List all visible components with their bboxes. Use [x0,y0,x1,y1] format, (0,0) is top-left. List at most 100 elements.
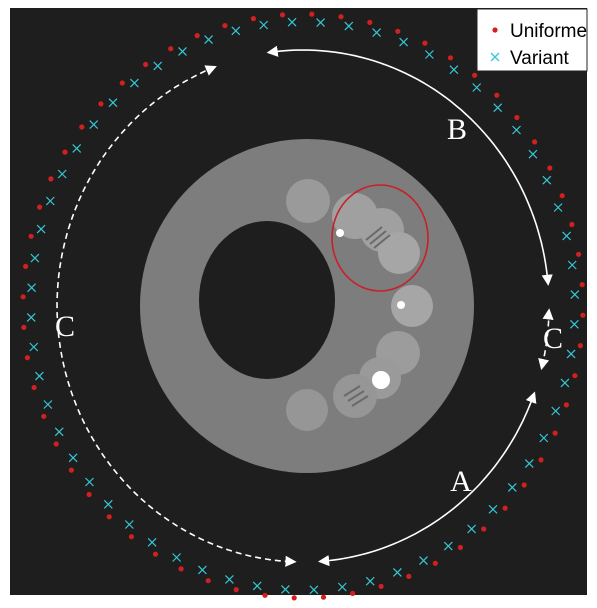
uniform-marker [53,441,59,447]
variant-marker [30,253,40,263]
segment-label-b: B [447,113,467,146]
trajectory-arcs [56,45,554,567]
variant-marker [562,231,572,241]
variant-marker [252,581,262,591]
segment-label-a: A [450,465,472,498]
variant-marker [539,433,549,443]
uniform-marker [168,46,174,52]
uniform-marker [28,233,34,239]
uniform-marker [31,384,37,391]
bright-spot [336,229,344,237]
variant-marker [567,260,577,270]
arc-a [317,391,537,567]
variant-marker [103,499,113,509]
variant-marker [85,477,94,487]
bright-spot [372,371,390,389]
segment-label-c-left: C [55,310,75,343]
uniform-marker [559,193,565,199]
variant-marker [34,371,44,381]
legend-variant-label: Variant [510,48,570,69]
uniform-marker [577,343,584,349]
variant-marker [231,26,241,36]
variant-marker [36,224,46,234]
uniform-marker [222,23,228,29]
variant-marker [68,453,78,463]
variant-marker [259,20,269,30]
uniform-marker [279,12,286,18]
variant-marker [337,582,347,592]
variant-marker [129,78,139,88]
uniform-marker [572,373,578,379]
variant-marker [372,28,382,38]
variant-marker [365,576,375,586]
segment-label-c-right: C [543,322,563,355]
uniform-marker [48,176,54,182]
insert-disk [391,285,433,327]
uniform-marker [432,560,438,566]
insert-disk [286,389,328,431]
uniform-marker [233,587,239,593]
uniform-marker [552,430,558,436]
uniform-marker [422,40,428,46]
uniform-marker [24,355,30,361]
arc-b [266,45,553,286]
uniform-marker [367,19,373,25]
uniform-marker [580,312,586,318]
uniform-marker [98,101,104,107]
uniform-marker [23,263,29,269]
uniform-marker [41,413,47,419]
variant-marker [89,120,99,130]
variant-marker [45,196,55,206]
uniform-marker [128,534,134,540]
bright-spot [397,301,405,309]
uniform-marker [119,80,125,86]
variant-marker [54,427,64,437]
variant-marker [392,567,402,577]
uniform-marker [20,294,26,300]
variant-marker [108,98,118,108]
variant-marker [124,520,134,529]
uniform-marker [79,124,85,130]
uniform-marker [291,595,297,601]
uniform-marker [68,467,74,473]
variant-marker [309,585,319,595]
uniform-marker [502,505,508,511]
uniform-marker [106,514,112,520]
variant-marker [172,553,182,562]
variant-marker [43,400,53,409]
uniform-marker [338,14,344,20]
variant-marker [27,283,37,293]
variant-marker [147,537,157,547]
variant-marker [560,378,570,388]
uniform-marker [37,204,43,210]
variant-marker [57,169,67,179]
legend-uniform-label: Uniforme [510,21,587,42]
uniform-marker [457,544,463,551]
uniform-marker [21,324,27,330]
legend: Uniforme Variant [476,8,588,72]
variant-marker [26,312,36,322]
variant-marker [570,290,580,300]
uniform-marker [521,482,527,488]
uniform-marker [538,457,544,463]
uniform-marker [205,578,211,584]
uniform-marker [395,28,401,34]
variant-marker [569,319,579,329]
uniform-marker [194,33,200,39]
uniform-marker [447,55,454,61]
uniform-marker [152,551,159,557]
uniform-marker [472,72,478,78]
legend-box [476,8,588,72]
variant-marker [280,584,290,594]
variant-marker [551,406,561,416]
uniform-marker [262,592,268,598]
uniform-marker [532,139,538,145]
variant-marker [153,61,163,71]
uniform-marker [481,526,487,532]
uniform-marker [178,566,184,572]
uniform-marker [350,590,356,597]
uniform-marker [86,491,92,498]
uniform-marker [563,402,570,408]
